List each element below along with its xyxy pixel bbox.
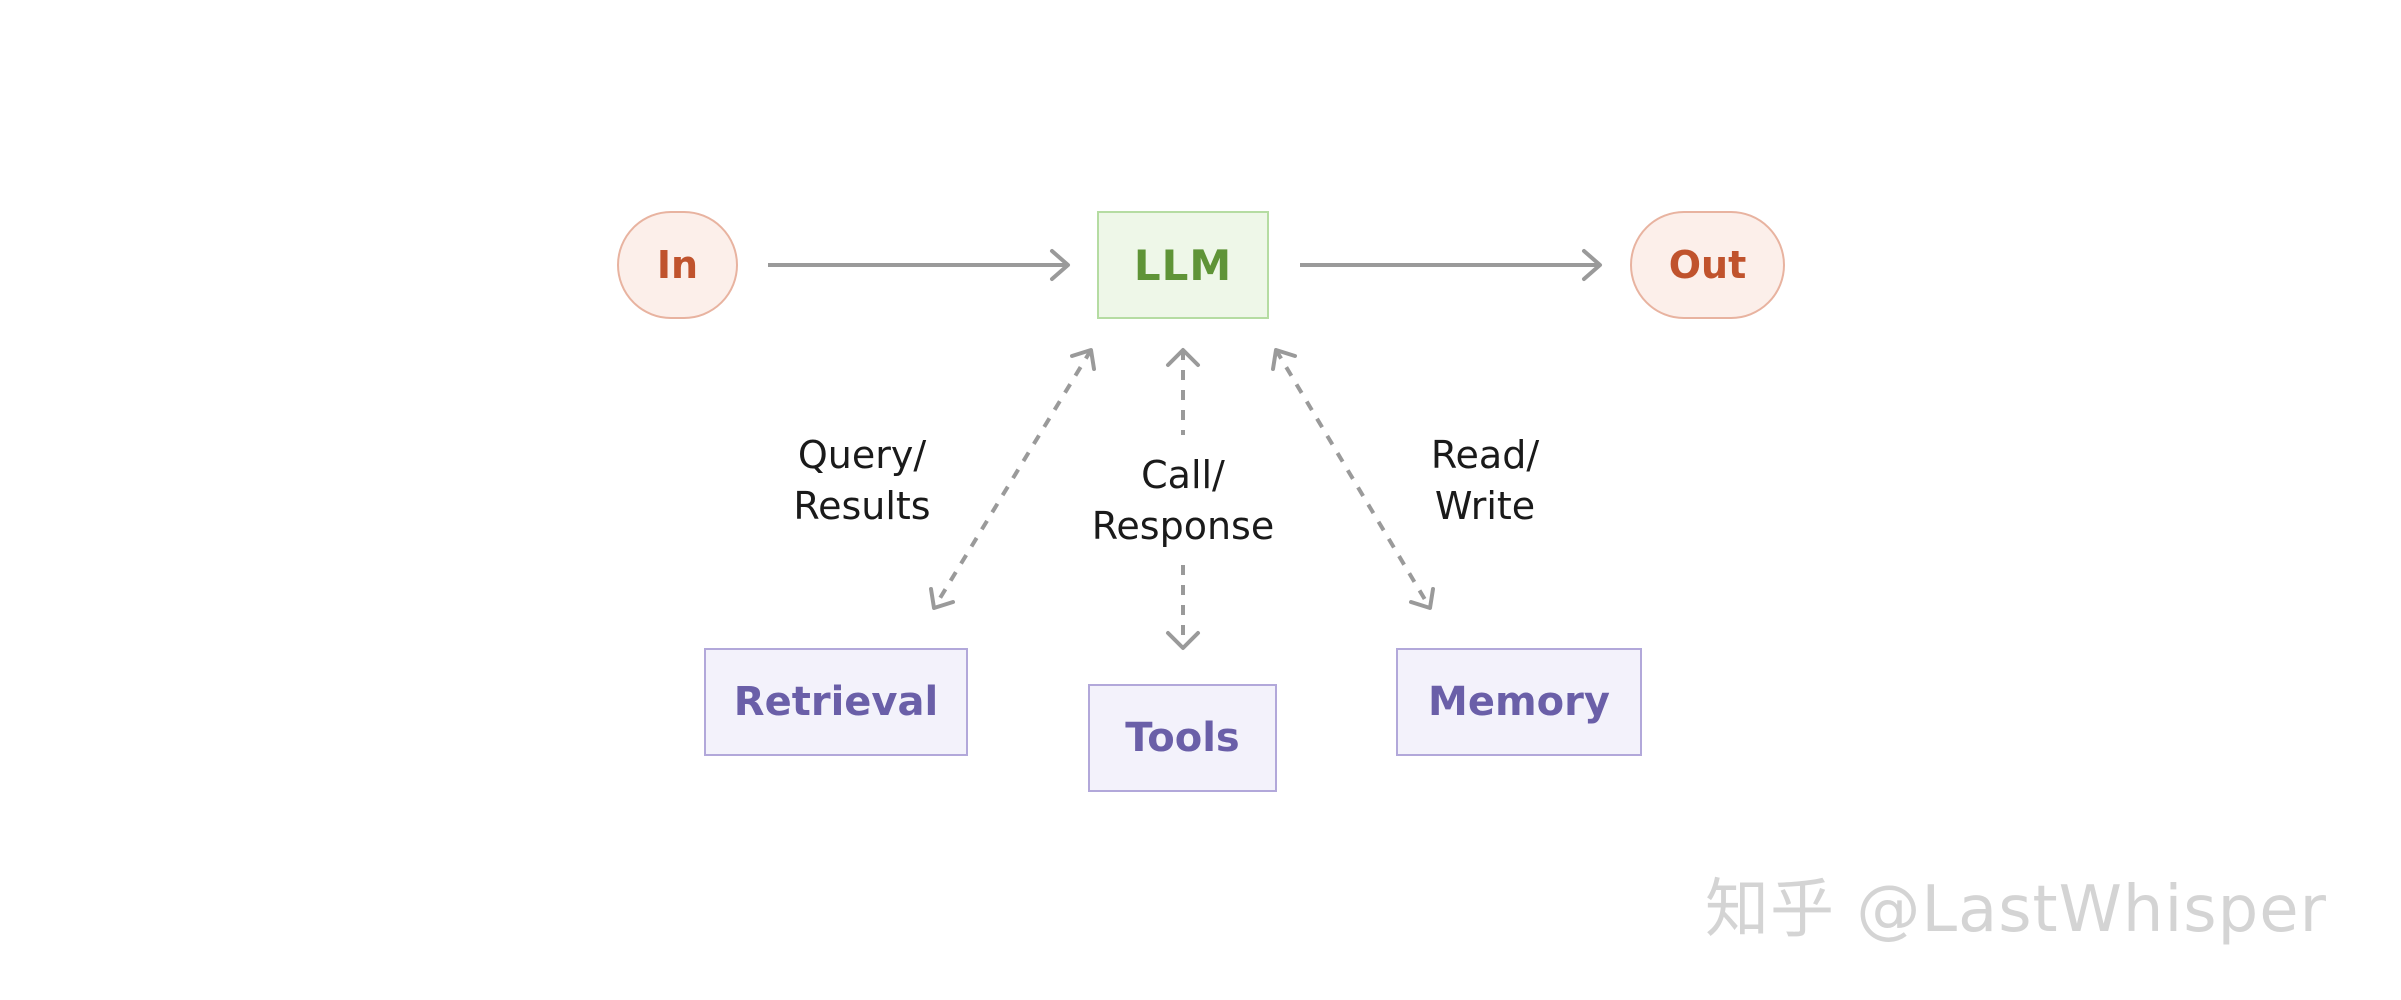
arrow-llm-to-out (1300, 249, 1602, 281)
tools-edge-label-line2: Response (1091, 504, 1275, 548)
memory-edge-label: Read/ Write (1385, 430, 1585, 532)
memory-edge-label-line2: Write (1434, 484, 1536, 528)
retrieval-edge-label: Query/ Results (762, 430, 962, 532)
retrieval-edge-label-line1: Query/ (797, 433, 927, 477)
input-node: In (617, 211, 738, 319)
memory-node: Memory (1396, 648, 1642, 756)
arrow-llm-tools (1166, 348, 1200, 650)
retrieval-edge-label-line2: Results (793, 484, 931, 528)
retrieval-node: Retrieval (704, 648, 968, 756)
llm-node: LLM (1097, 211, 1269, 319)
watermark: 知乎 @LastWhisper (1705, 873, 2327, 947)
tools-node: Tools (1088, 684, 1277, 792)
memory-edge-label-line1: Read/ (1430, 433, 1540, 477)
arrow-in-to-llm (768, 249, 1070, 281)
arrow-llm-retrieval (929, 348, 1096, 610)
tools-edge-label: Call/ Response (1073, 450, 1293, 552)
arrow-llm-memory (1271, 348, 1435, 610)
output-node: Out (1630, 211, 1785, 319)
tools-edge-label-line1: Call/ (1141, 453, 1225, 497)
